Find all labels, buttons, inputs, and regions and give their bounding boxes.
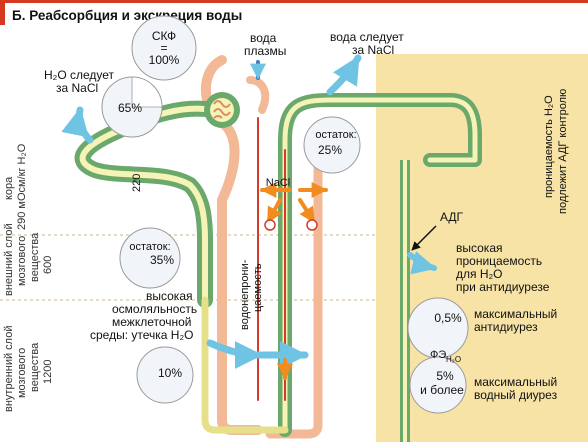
nacl-arrows — [260, 182, 328, 380]
svg-text:водонепрони-: водонепрони- — [239, 259, 251, 330]
svg-text:за NaCl: за NaCl — [352, 43, 394, 57]
svg-text:вещества: вещества — [29, 342, 41, 392]
circle-remainder-25: остаток: 25% — [303, 116, 361, 174]
arrow-h2o-duct — [407, 251, 437, 275]
glomerulus — [204, 92, 240, 128]
svg-text:мозгового: мозгового — [16, 236, 28, 286]
svg-text:и более: и более — [420, 383, 464, 397]
water-arrows — [61, 54, 437, 369]
svg-text:плазмы: плазмы — [244, 44, 286, 58]
svg-text:=: = — [160, 41, 167, 55]
svg-text:290 мОсм/кг H₂O: 290 мОсм/кг H₂O — [16, 143, 28, 230]
svg-text:при антидиурезе: при антидиурезе — [456, 280, 550, 294]
svg-text:остаток:: остаток: — [315, 129, 356, 141]
svg-text:высокая: высокая — [456, 241, 503, 255]
svg-text:вода следует: вода следует — [330, 30, 404, 44]
svg-text:СКФ: СКФ — [152, 29, 176, 43]
svg-text:5%: 5% — [436, 369, 454, 383]
diagram-title: Б. Реабсорбция и экскреция воды — [12, 8, 242, 23]
svg-text:кора: кора — [3, 176, 15, 200]
svg-text:10%: 10% — [158, 366, 182, 380]
svg-text:проницаемость: проницаемость — [456, 254, 542, 268]
svg-text:АДГ: АДГ — [440, 210, 464, 224]
transporter-marks — [264, 219, 318, 231]
svg-text:1200: 1200 — [42, 360, 54, 384]
svg-text:максимальный: максимальный — [474, 375, 557, 389]
arrow-h2o-proximal — [61, 106, 94, 144]
adh-arrow — [411, 225, 437, 251]
zone-outer-medulla-label: внешний слой мозгового вещества 600 — [3, 223, 54, 296]
svg-text:максимальный: максимальный — [474, 307, 557, 321]
title-top-rule — [0, 0, 588, 3]
svg-text:среды: утечка H₂O: среды: утечка H₂O — [90, 328, 193, 342]
arrow-h2o-medulla — [206, 339, 264, 369]
svg-text:подлежит АДГ контролю: подлежит АДГ контролю — [557, 89, 569, 214]
svg-text:H₂O следует: H₂O следует — [44, 68, 115, 82]
circle-10: 10% — [136, 346, 194, 404]
svg-text:межклеточной: межклеточной — [112, 315, 192, 329]
svg-text:220: 220 — [131, 174, 143, 192]
svg-text:за NaCl: за NaCl — [56, 81, 98, 95]
svg-text:внешний слой: внешний слой — [3, 223, 15, 296]
svg-text:антидиурез: антидиурез — [474, 320, 538, 334]
svg-text:ФЭ: ФЭ — [430, 349, 446, 361]
svg-text:для H₂O: для H₂O — [456, 267, 503, 281]
svg-text:35%: 35% — [150, 253, 174, 267]
svg-text:остаток:: остаток: — [129, 241, 170, 253]
svg-text:водный диурез: водный диурез — [474, 388, 558, 402]
svg-text:высокая: высокая — [146, 289, 193, 303]
svg-text:вода: вода — [250, 31, 277, 45]
svg-text:600: 600 — [42, 256, 54, 274]
zone-inner-medulla-label: внутренний слой мозгового вещества 1200 — [3, 326, 54, 413]
zone-cortex-label: кора 290 мОсм/кг H₂O — [3, 143, 28, 230]
gfr-circle: СКФ = 100% — [131, 15, 197, 81]
circle-5: 5% и более — [409, 356, 467, 414]
title-marker — [0, 3, 5, 25]
svg-text:NaCl: NaCl — [266, 177, 290, 189]
svg-text:проницаемость H₂O: проницаемость H₂O — [543, 95, 555, 198]
svg-text:осмоляльность: осмоляльность — [112, 302, 197, 316]
svg-text:65%: 65% — [118, 101, 142, 115]
svg-text:мозгового: мозгового — [16, 348, 28, 398]
svg-text:вещества: вещества — [29, 232, 41, 282]
circle-65: 65% — [101, 76, 163, 138]
svg-text:цаемость: цаемость — [252, 263, 264, 312]
svg-text:H₂O: H₂O — [446, 355, 461, 364]
arrow-h2o-loop — [326, 54, 362, 96]
svg-text:0,5%: 0,5% — [434, 311, 462, 325]
svg-text:100%: 100% — [149, 53, 180, 67]
text-labels: вода плазмы вода следует за NaCl H₂O сле… — [44, 30, 569, 402]
circle-remainder-35: остаток: 35% — [119, 227, 181, 289]
svg-text:внутренний слой: внутренний слой — [3, 326, 15, 413]
svg-text:25%: 25% — [318, 143, 342, 157]
